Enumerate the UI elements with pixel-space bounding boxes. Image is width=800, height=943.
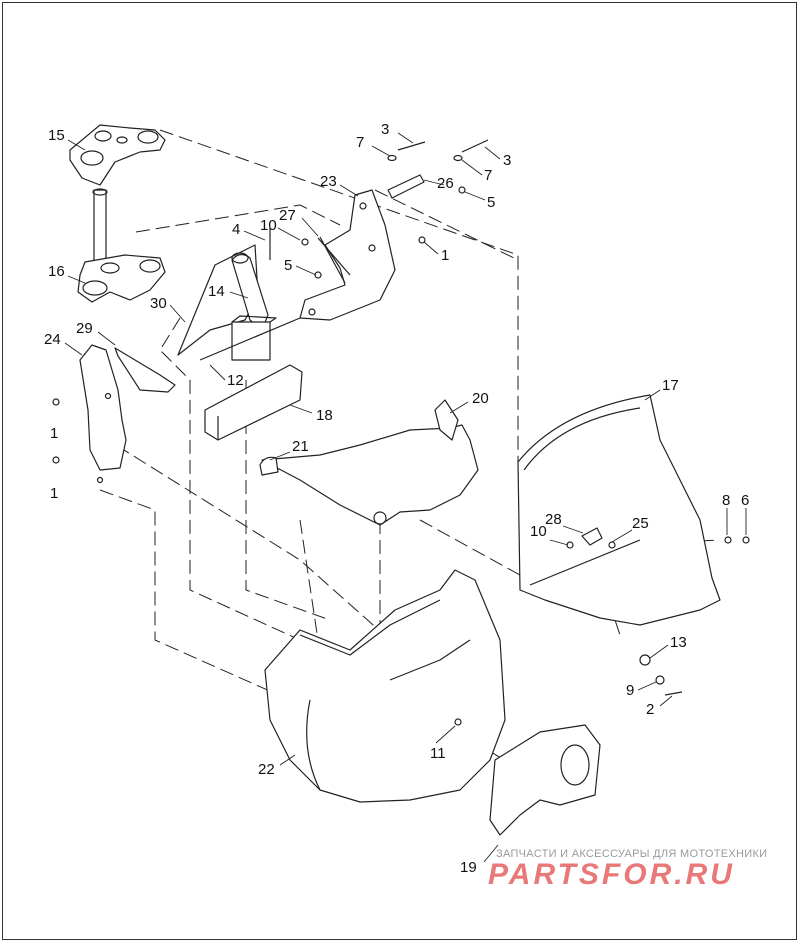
callout-29: 29 [76, 320, 93, 337]
callout-15: 15 [48, 127, 65, 144]
watermark-tagline: ЗАПЧАСТИ И АКСЕССУАРЫ ДЛЯ МОТОТЕХНИКИ [496, 848, 768, 860]
callout-1-upper: 1 [50, 425, 58, 442]
callout-12: 12 [227, 372, 244, 389]
callout-9: 9 [626, 682, 634, 699]
callout-18: 18 [316, 407, 333, 424]
valve-bracket [199, 228, 301, 361]
callout-4: 4 [232, 221, 240, 238]
side-bracket [79, 344, 127, 484]
callout-6: 6 [741, 492, 749, 509]
callout-10-windshield: 10 [530, 523, 547, 540]
callout-26: 26 [437, 175, 454, 192]
callout-1-lower: 1 [50, 485, 58, 502]
callout-2: 2 [646, 701, 654, 718]
fasteners [52, 139, 750, 726]
callout-3-left: 3 [381, 121, 389, 138]
callout-5-mid: 5 [284, 257, 292, 274]
callout-25: 25 [632, 515, 649, 532]
callout-27: 27 [279, 207, 296, 224]
callout-7-right: 7 [484, 167, 492, 184]
lower-triple-clamp [77, 188, 166, 303]
fairing-bracket [299, 189, 396, 321]
callout-14: 14 [208, 283, 225, 300]
watermark-logo: PARTSFOR.RU [488, 858, 735, 891]
callout-13: 13 [670, 634, 687, 651]
callout-11: 11 [430, 745, 446, 762]
callout-10-top: 10 [260, 217, 277, 234]
callout-7-left: 7 [356, 134, 364, 151]
callout-5-top: 5 [487, 194, 495, 211]
link-rod [317, 174, 425, 276]
callout-21: 21 [292, 438, 309, 455]
leader-lines [64, 132, 747, 863]
callout-19: 19 [460, 859, 477, 876]
callout-3-right: 3 [503, 152, 511, 169]
mounting-bracket [204, 364, 303, 441]
callout-30: 30 [150, 295, 167, 312]
callout-8: 8 [722, 492, 730, 509]
inner-fairing-panel [261, 399, 479, 526]
outer-fairing [264, 569, 506, 803]
callout-16: 16 [48, 263, 65, 280]
callout-24: 24 [44, 331, 61, 348]
callout-20: 20 [472, 390, 489, 407]
callout-23: 23 [320, 173, 337, 190]
vent-cap [259, 456, 279, 476]
callout-17: 17 [662, 377, 679, 394]
callout-1-bracket: 1 [441, 247, 449, 264]
upper-triple-clamp [69, 124, 166, 186]
linkage-arm [114, 347, 176, 393]
callout-numbers: 15 16 30 24 29 1 1 3 7 3 7 23 26 5 4 10 … [44, 121, 749, 876]
lower-side-panel [489, 724, 601, 836]
callout-28: 28 [545, 511, 562, 528]
windshield [517, 394, 721, 626]
callout-22: 22 [258, 761, 275, 778]
